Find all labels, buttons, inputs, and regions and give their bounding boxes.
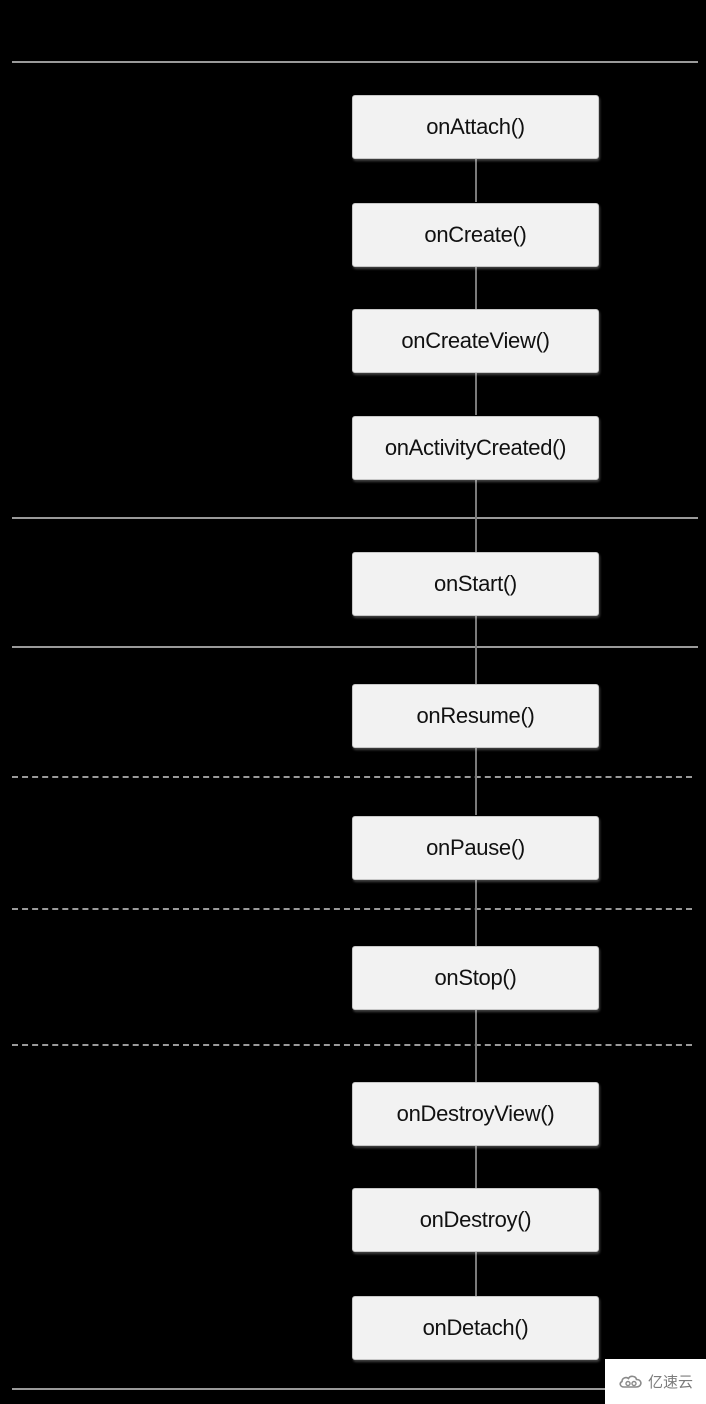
connector-line [475, 616, 477, 684]
connector-line [475, 1146, 477, 1188]
watermark-text: 亿速云 [647, 1373, 693, 1391]
lifecycle-box-on-start: onStart() [352, 552, 599, 616]
separator-line-paused [12, 908, 692, 910]
separator-line-created [12, 517, 698, 519]
connector-line [475, 159, 477, 202]
separator-line-bottom [12, 1388, 698, 1390]
cloud-logo-icon [618, 1374, 644, 1390]
connector-line [475, 1252, 477, 1296]
connector-line [475, 748, 477, 815]
lifecycle-box-on-create-view: onCreateView() [352, 309, 599, 373]
connector-line [475, 373, 477, 415]
connector-line [475, 1010, 477, 1082]
lifecycle-box-on-stop: onStop() [352, 946, 599, 1010]
lifecycle-box-on-resume: onResume() [352, 684, 599, 748]
separator-line-top [12, 61, 698, 63]
lifecycle-box-on-destroy: onDestroy() [352, 1188, 599, 1252]
connector-line [475, 880, 477, 946]
lifecycle-box-on-destroy-view: onDestroyView() [352, 1082, 599, 1146]
lifecycle-box-on-attach: onAttach() [352, 95, 599, 159]
separator-line-started [12, 646, 698, 648]
connector-line [475, 480, 477, 552]
lifecycle-box-on-pause: onPause() [352, 816, 599, 880]
lifecycle-box-on-activity-created: onActivityCreated() [352, 416, 599, 480]
lifecycle-box-on-create: onCreate() [352, 203, 599, 267]
lifecycle-box-on-detach: onDetach() [352, 1296, 599, 1360]
connector-line [475, 267, 477, 309]
watermark: 亿速云 [605, 1359, 706, 1404]
separator-line-stopped [12, 1044, 692, 1046]
separator-line-resumed [12, 776, 692, 778]
